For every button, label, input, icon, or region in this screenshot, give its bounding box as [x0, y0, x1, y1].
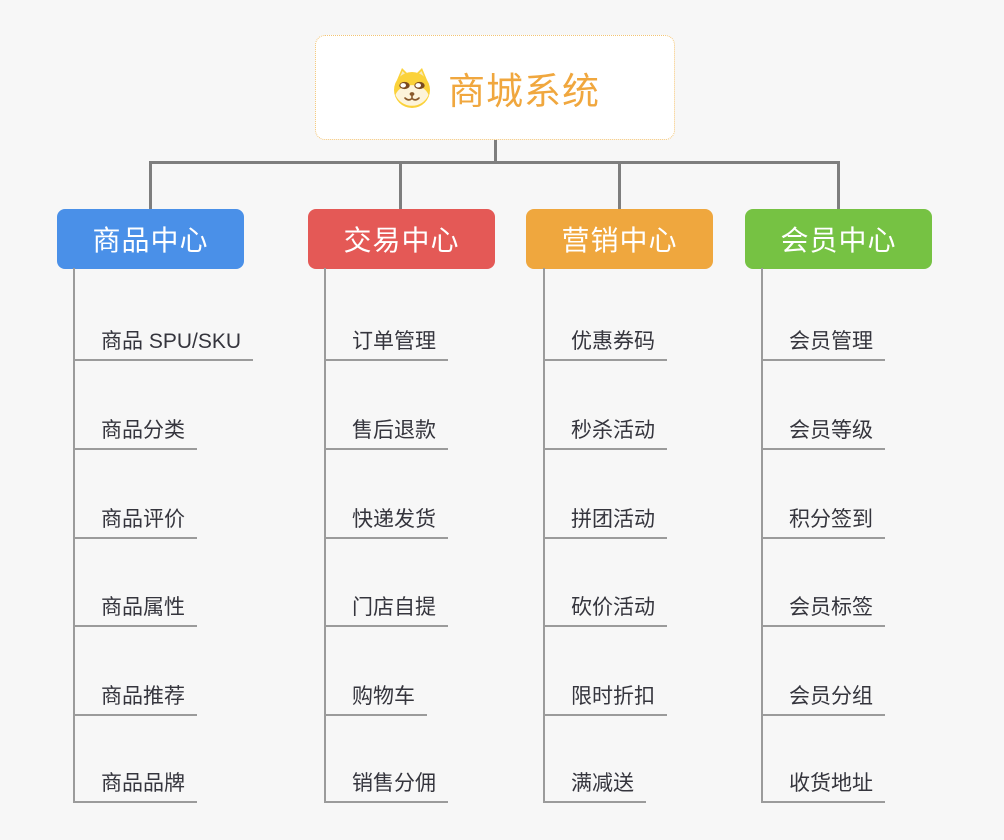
leaf-product-attribute[interactable]: 商品属性 — [73, 579, 197, 627]
leaf-shipping-address[interactable]: 收货地址 — [761, 755, 885, 803]
leaf-shopping-cart[interactable]: 购物车 — [324, 668, 427, 716]
leaf-product-spu-sku[interactable]: 商品 SPU/SKU — [73, 313, 254, 361]
connector-root-stub — [494, 140, 497, 164]
branch-marketing-center[interactable]: 营销中心 — [526, 209, 713, 269]
leaf-product-brand[interactable]: 商品品牌 — [73, 755, 197, 803]
branch-member-children: 会员管理 会员等级 积分签到 会员标签 会员分组 收货地址 — [761, 268, 885, 803]
leaf-member-group[interactable]: 会员分组 — [761, 668, 885, 716]
leaf-bargain-activity[interactable]: 砍价活动 — [543, 579, 667, 627]
branch-product-children: 商品 SPU/SKU 商品分类 商品评价 商品属性 商品推荐 商品品牌 — [73, 268, 254, 803]
leaf-flash-sale[interactable]: 秒杀活动 — [543, 402, 667, 450]
connector-horizontal-bar — [149, 161, 840, 164]
connector-stub-product — [149, 161, 152, 210]
dog-face-icon — [390, 67, 434, 109]
leaf-after-sale-refund[interactable]: 售后退款 — [324, 402, 448, 450]
leaf-store-pickup[interactable]: 门店自提 — [324, 579, 448, 627]
leaf-full-reduction[interactable]: 满减送 — [543, 755, 646, 803]
branch-marketing-children: 优惠券码 秒杀活动 拼团活动 砍价活动 限时折扣 满减送 — [543, 268, 667, 803]
branch-product-center[interactable]: 商品中心 — [57, 209, 244, 269]
branch-member-center[interactable]: 会员中心 — [745, 209, 932, 269]
root-node[interactable]: 商城系统 — [315, 35, 675, 140]
leaf-product-category[interactable]: 商品分类 — [73, 402, 197, 450]
connector-stub-marketing — [618, 161, 621, 210]
leaf-coupon-code[interactable]: 优惠券码 — [543, 313, 667, 361]
leaf-member-level[interactable]: 会员等级 — [761, 402, 885, 450]
connector-stub-member — [837, 161, 840, 210]
leaf-order-management[interactable]: 订单管理 — [324, 313, 448, 361]
leaf-group-buy[interactable]: 拼团活动 — [543, 491, 667, 539]
leaf-sales-commission[interactable]: 销售分佣 — [324, 755, 448, 803]
leaf-member-tag[interactable]: 会员标签 — [761, 579, 885, 627]
connector-stub-trade — [399, 161, 402, 210]
leaf-member-management[interactable]: 会员管理 — [761, 313, 885, 361]
branch-trade-center[interactable]: 交易中心 — [308, 209, 495, 269]
branch-trade-children: 订单管理 售后退款 快递发货 门店自提 购物车 销售分佣 — [324, 268, 448, 803]
leaf-express-delivery[interactable]: 快递发货 — [324, 491, 448, 539]
leaf-limited-time-discount[interactable]: 限时折扣 — [543, 668, 667, 716]
leaf-product-recommend[interactable]: 商品推荐 — [73, 668, 197, 716]
leaf-product-review[interactable]: 商品评价 — [73, 491, 197, 539]
root-title: 商城系统 — [448, 70, 600, 112]
leaf-points-checkin[interactable]: 积分签到 — [761, 491, 885, 539]
